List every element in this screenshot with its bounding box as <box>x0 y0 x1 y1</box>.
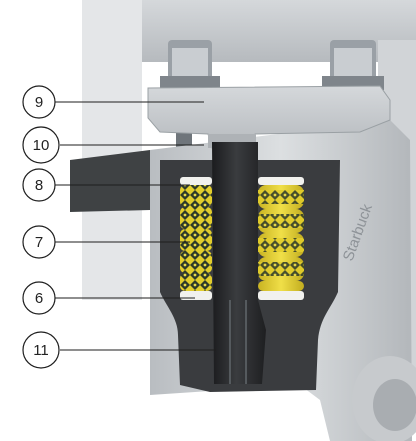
left-flange <box>70 150 150 212</box>
valve-stem <box>212 142 266 384</box>
callout-9: 9 <box>22 85 56 119</box>
packing-stack-left <box>180 177 212 300</box>
callout-label: 10 <box>33 137 50 154</box>
callout-10: 10 <box>22 126 60 164</box>
callout-8: 8 <box>22 168 56 202</box>
bottom-spacer-ring-left <box>180 291 212 300</box>
callout-label: 9 <box>35 94 43 111</box>
callout-label: 11 <box>33 342 49 359</box>
callout-label: 6 <box>35 290 43 307</box>
callout-label: 8 <box>35 177 43 194</box>
top-spacer-ring-left <box>180 177 212 185</box>
callout-11: 11 <box>22 331 60 369</box>
packing-stack-right <box>258 177 304 300</box>
callout-label: 7 <box>35 234 43 251</box>
left-housing <box>82 0 142 300</box>
top-spacer-ring-right <box>258 177 304 185</box>
callout-6: 6 <box>22 281 56 315</box>
bottom-spacer-ring-right <box>258 291 304 300</box>
callout-leaders <box>55 101 216 351</box>
callout-7: 7 <box>22 225 56 259</box>
